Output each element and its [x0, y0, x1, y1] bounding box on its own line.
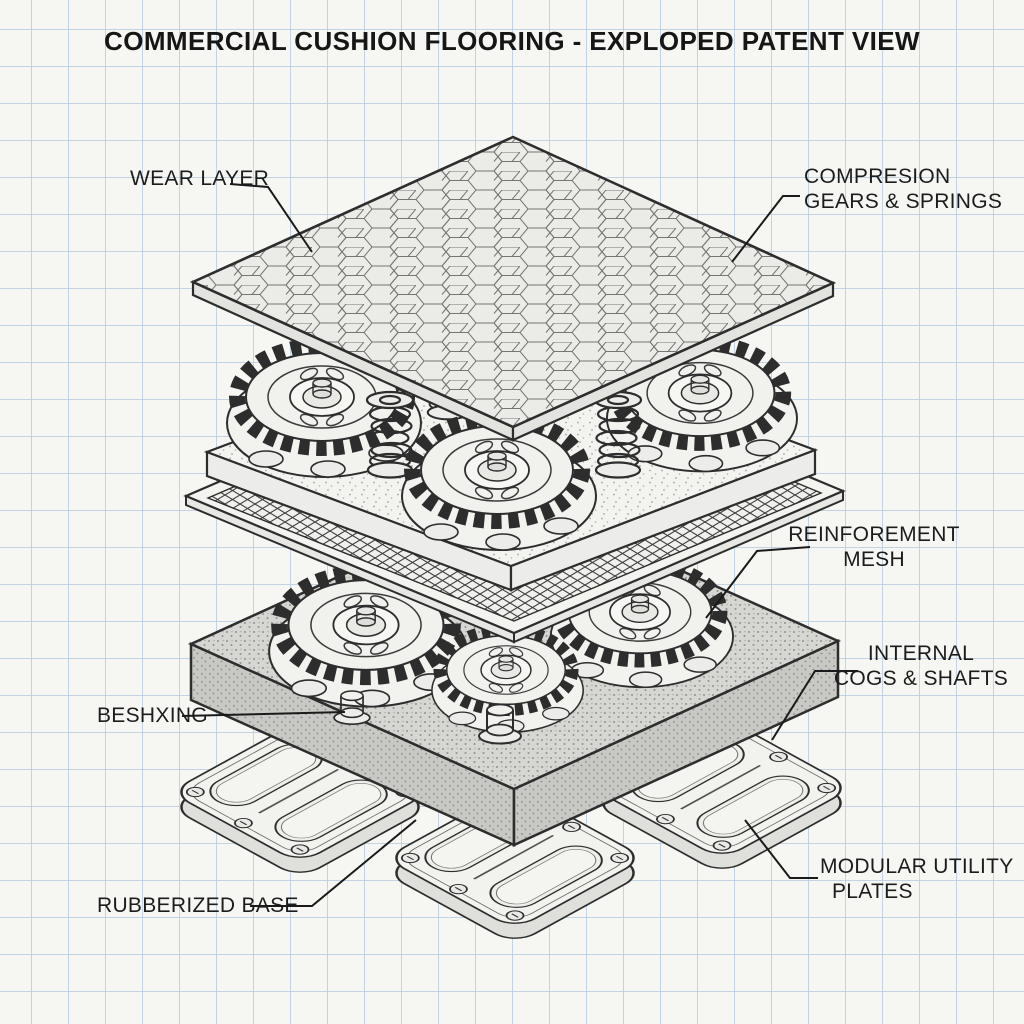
leader-internal-cogs: [771, 670, 858, 741]
leader-reinforcement: [705, 546, 811, 619]
label-modular-line1: MODULAR UTILITY: [820, 855, 1014, 878]
label-internal-line1: INTERNAL: [867, 642, 975, 665]
leader-wear-layer: [229, 183, 313, 253]
leader-lines: [181, 183, 858, 907]
label-compression: COMPRESION GEARS & SPRINGS: [804, 164, 1002, 214]
leader-compression: [731, 195, 800, 263]
label-reinforcement-line1: REINFOREMENT: [788, 523, 960, 546]
label-modular-plates: MODULAR UTILITY PLATES: [820, 854, 1014, 904]
label-modular-line2: PLATES: [832, 880, 913, 903]
label-compression-line2: GEARS & SPRINGS: [804, 190, 1003, 213]
label-beshing: BESHXING: [97, 704, 208, 727]
leader-modular: [744, 819, 818, 879]
diagram-title: COMMERCIAL CUSHION FLOORING - EXPLOPED P…: [104, 26, 920, 56]
label-wear-layer: WEAR LAYER: [130, 167, 270, 190]
leader-beshing: [181, 711, 346, 717]
label-internal-cogs: INTERNAL COGS & SHAFTS: [833, 641, 1009, 691]
label-compression-line1: COMPRESION: [804, 165, 951, 188]
label-rubberized-base: RUBBERIZED BASE: [97, 894, 299, 917]
label-internal-line2: COGS & SHAFTS: [833, 667, 1009, 690]
compression-gears-assembly: [203, 337, 819, 592]
label-reinforcement-mesh: REINFOREMENT MESH: [788, 522, 960, 572]
leader-rubberized: [250, 819, 417, 907]
label-reinforcement-line2: MESH: [843, 548, 905, 571]
